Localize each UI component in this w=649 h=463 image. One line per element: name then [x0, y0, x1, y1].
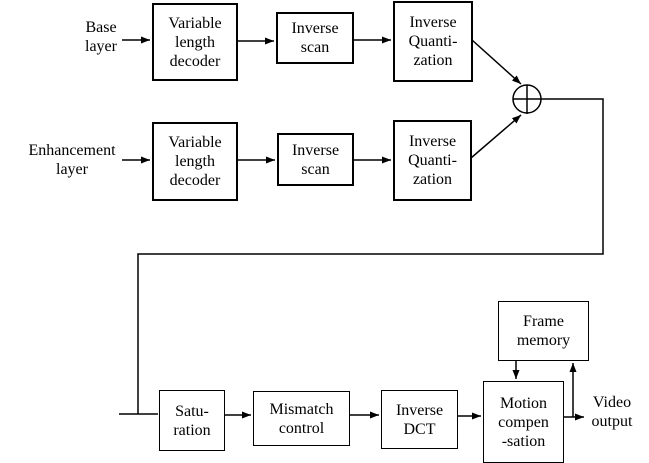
box-label: Variable length decoder	[168, 14, 222, 70]
box-label: Inverse DCT	[395, 401, 444, 438]
arrow-iq-base-to-adder	[471, 39, 522, 85]
box-label: Inverse Quanti- zation	[408, 14, 458, 69]
box-label: Mismatch control	[269, 400, 334, 437]
inverse-dct-box: Inverse DCT	[381, 390, 458, 449]
box-label: Frame memory	[516, 313, 571, 349]
inverse-scan-enhancement-box: Inverse scan	[277, 133, 354, 186]
variable-length-decoder-enhancement-box: Variable length decoder	[152, 122, 238, 201]
adder-output-routing-line	[137, 98, 604, 414]
base-layer-input-label: Base layer	[85, 19, 117, 55]
inverse-quantization-enhancement-box: Inverse Quanti- zation	[393, 120, 472, 201]
motion-compensation-box: Motion compen -sation	[483, 381, 564, 463]
enhancement-layer-input-label: Enhancement layer	[28, 142, 116, 178]
arrow-iq-enh-to-adder	[470, 114, 522, 159]
frame-memory-box: Frame memory	[498, 301, 589, 361]
inverse-scan-base-box: Inverse scan	[276, 12, 354, 64]
mismatch-control-box: Mismatch control	[253, 391, 350, 446]
box-label: Motion compen -sation	[498, 394, 549, 450]
box-label: Inverse scan	[291, 20, 339, 56]
variable-length-decoder-base-box: Variable length decoder	[152, 3, 238, 81]
video-output-label: Video output	[591, 394, 633, 430]
box-label: Inverse scan	[291, 141, 340, 178]
box-label: Inverse Quanti- zation	[408, 133, 457, 188]
box-label: Satu- ration	[173, 402, 211, 439]
box-label: Variable length decoder	[168, 134, 222, 189]
saturation-box: Satu- ration	[159, 390, 225, 451]
inverse-quantization-base-box: Inverse Quanti- zation	[393, 1, 473, 82]
